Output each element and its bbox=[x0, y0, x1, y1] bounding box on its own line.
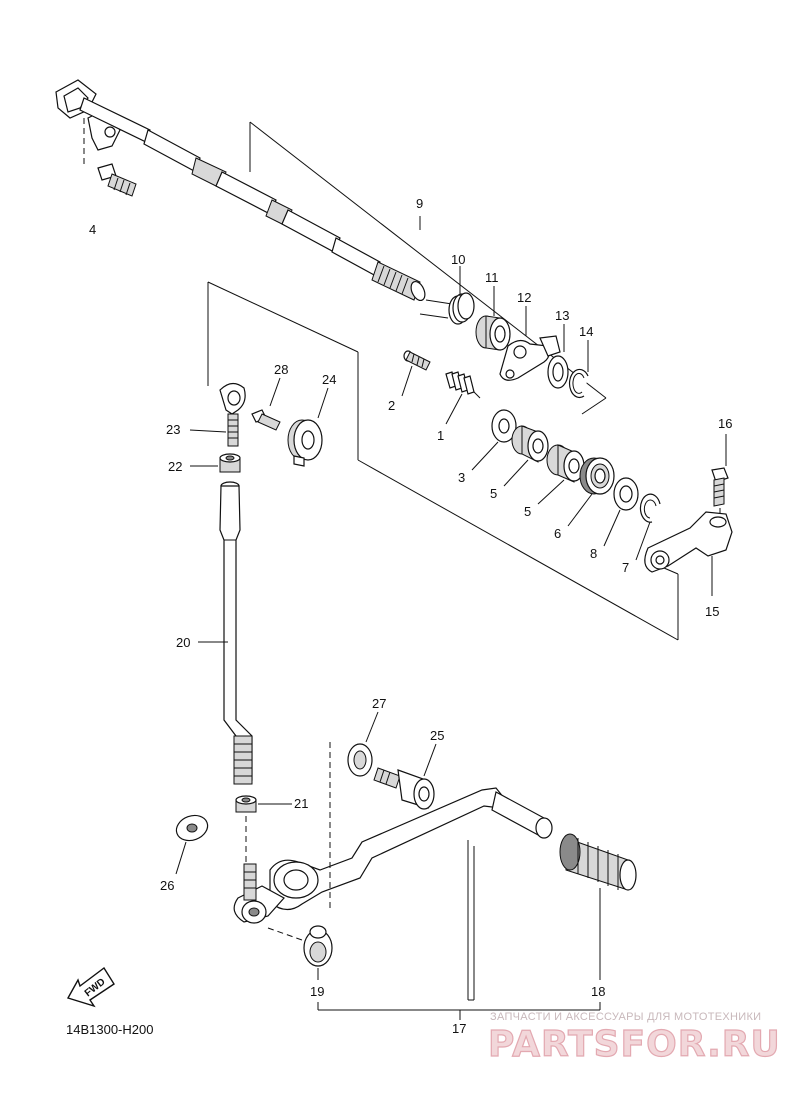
shift-pedal-17 bbox=[233, 787, 553, 924]
callout-8: 8 bbox=[590, 546, 597, 561]
joint-24 bbox=[287, 387, 329, 467]
washer-8 bbox=[603, 477, 639, 547]
callout-1: 1 bbox=[437, 428, 444, 443]
rod-end-23 bbox=[189, 382, 246, 447]
spring-10 bbox=[419, 266, 475, 325]
bolt-4 bbox=[97, 163, 137, 197]
shift-rod-20 bbox=[198, 481, 253, 785]
callout-6: 6 bbox=[554, 526, 561, 541]
callout-16: 16 bbox=[718, 416, 732, 431]
callout-21: 21 bbox=[294, 796, 308, 811]
nut-21 bbox=[235, 795, 292, 862]
reference-code: 14B1300-H200 bbox=[66, 1022, 153, 1037]
callout-2: 2 bbox=[388, 398, 395, 413]
watermark-logo: PARTSFOR.RU bbox=[488, 1024, 781, 1065]
shift-shaft bbox=[55, 79, 426, 302]
callout-15: 15 bbox=[705, 604, 719, 619]
callout-4: 4 bbox=[89, 222, 96, 237]
nut-22 bbox=[190, 453, 241, 473]
callout-5b: 5 bbox=[524, 504, 531, 519]
group-frame-1-8 bbox=[207, 281, 679, 641]
callout-14: 14 bbox=[579, 324, 593, 339]
callout-10: 10 bbox=[451, 252, 465, 267]
collar-27 bbox=[347, 711, 379, 777]
callout-9: 9 bbox=[416, 196, 423, 211]
callout-22: 22 bbox=[168, 459, 182, 474]
bolt-16 bbox=[711, 434, 729, 518]
peg-rubber-18 bbox=[559, 833, 637, 980]
washer-3 bbox=[471, 409, 517, 471]
bushing-5b bbox=[537, 444, 585, 505]
callout-labels: 1 2 3 4 5 5 6 7 8 9 10 11 12 13 14 15 16… bbox=[89, 196, 732, 1036]
circlip-14 bbox=[568, 340, 589, 399]
washer-26 bbox=[175, 814, 209, 875]
screw-28 bbox=[251, 377, 281, 431]
callout-26: 26 bbox=[160, 878, 174, 893]
spring-1 bbox=[445, 371, 481, 425]
callout-20: 20 bbox=[176, 635, 190, 650]
callout-17: 17 bbox=[452, 1021, 466, 1036]
callout-12: 12 bbox=[517, 290, 531, 305]
washer-13 bbox=[547, 324, 569, 389]
shift-arm-15 bbox=[644, 511, 733, 596]
callout-13: 13 bbox=[555, 308, 569, 323]
bolt-25 bbox=[373, 743, 437, 810]
callout-27: 27 bbox=[372, 696, 386, 711]
screw-2 bbox=[401, 350, 431, 397]
joint-19 bbox=[303, 925, 333, 980]
callout-23: 23 bbox=[166, 422, 180, 437]
callout-7: 7 bbox=[622, 560, 629, 575]
callout-11: 11 bbox=[485, 270, 499, 285]
callout-18: 18 bbox=[591, 984, 605, 999]
callout-25: 25 bbox=[430, 728, 444, 743]
callout-5a: 5 bbox=[490, 486, 497, 501]
callout-28: 28 bbox=[274, 362, 288, 377]
callout-24: 24 bbox=[322, 372, 336, 387]
bushing-5a bbox=[503, 425, 549, 487]
callout-19: 19 bbox=[310, 984, 324, 999]
callout-3: 3 bbox=[458, 470, 465, 485]
bearing-6 bbox=[567, 457, 615, 527]
watermark: ЗАПЧАСТИ И АКСЕССУАРЫ ДЛЯ МОТОТЕХНИКИ PA… bbox=[487, 1011, 781, 1066]
collar-11 bbox=[475, 286, 511, 351]
lever-12 bbox=[499, 306, 561, 381]
forward-arrow-icon: FWD bbox=[66, 966, 115, 1008]
circlip-7 bbox=[635, 493, 661, 561]
watermark-tagline: ЗАПЧАСТИ И АКСЕССУАРЫ ДЛЯ МОТОТЕХНИКИ bbox=[490, 1011, 761, 1023]
